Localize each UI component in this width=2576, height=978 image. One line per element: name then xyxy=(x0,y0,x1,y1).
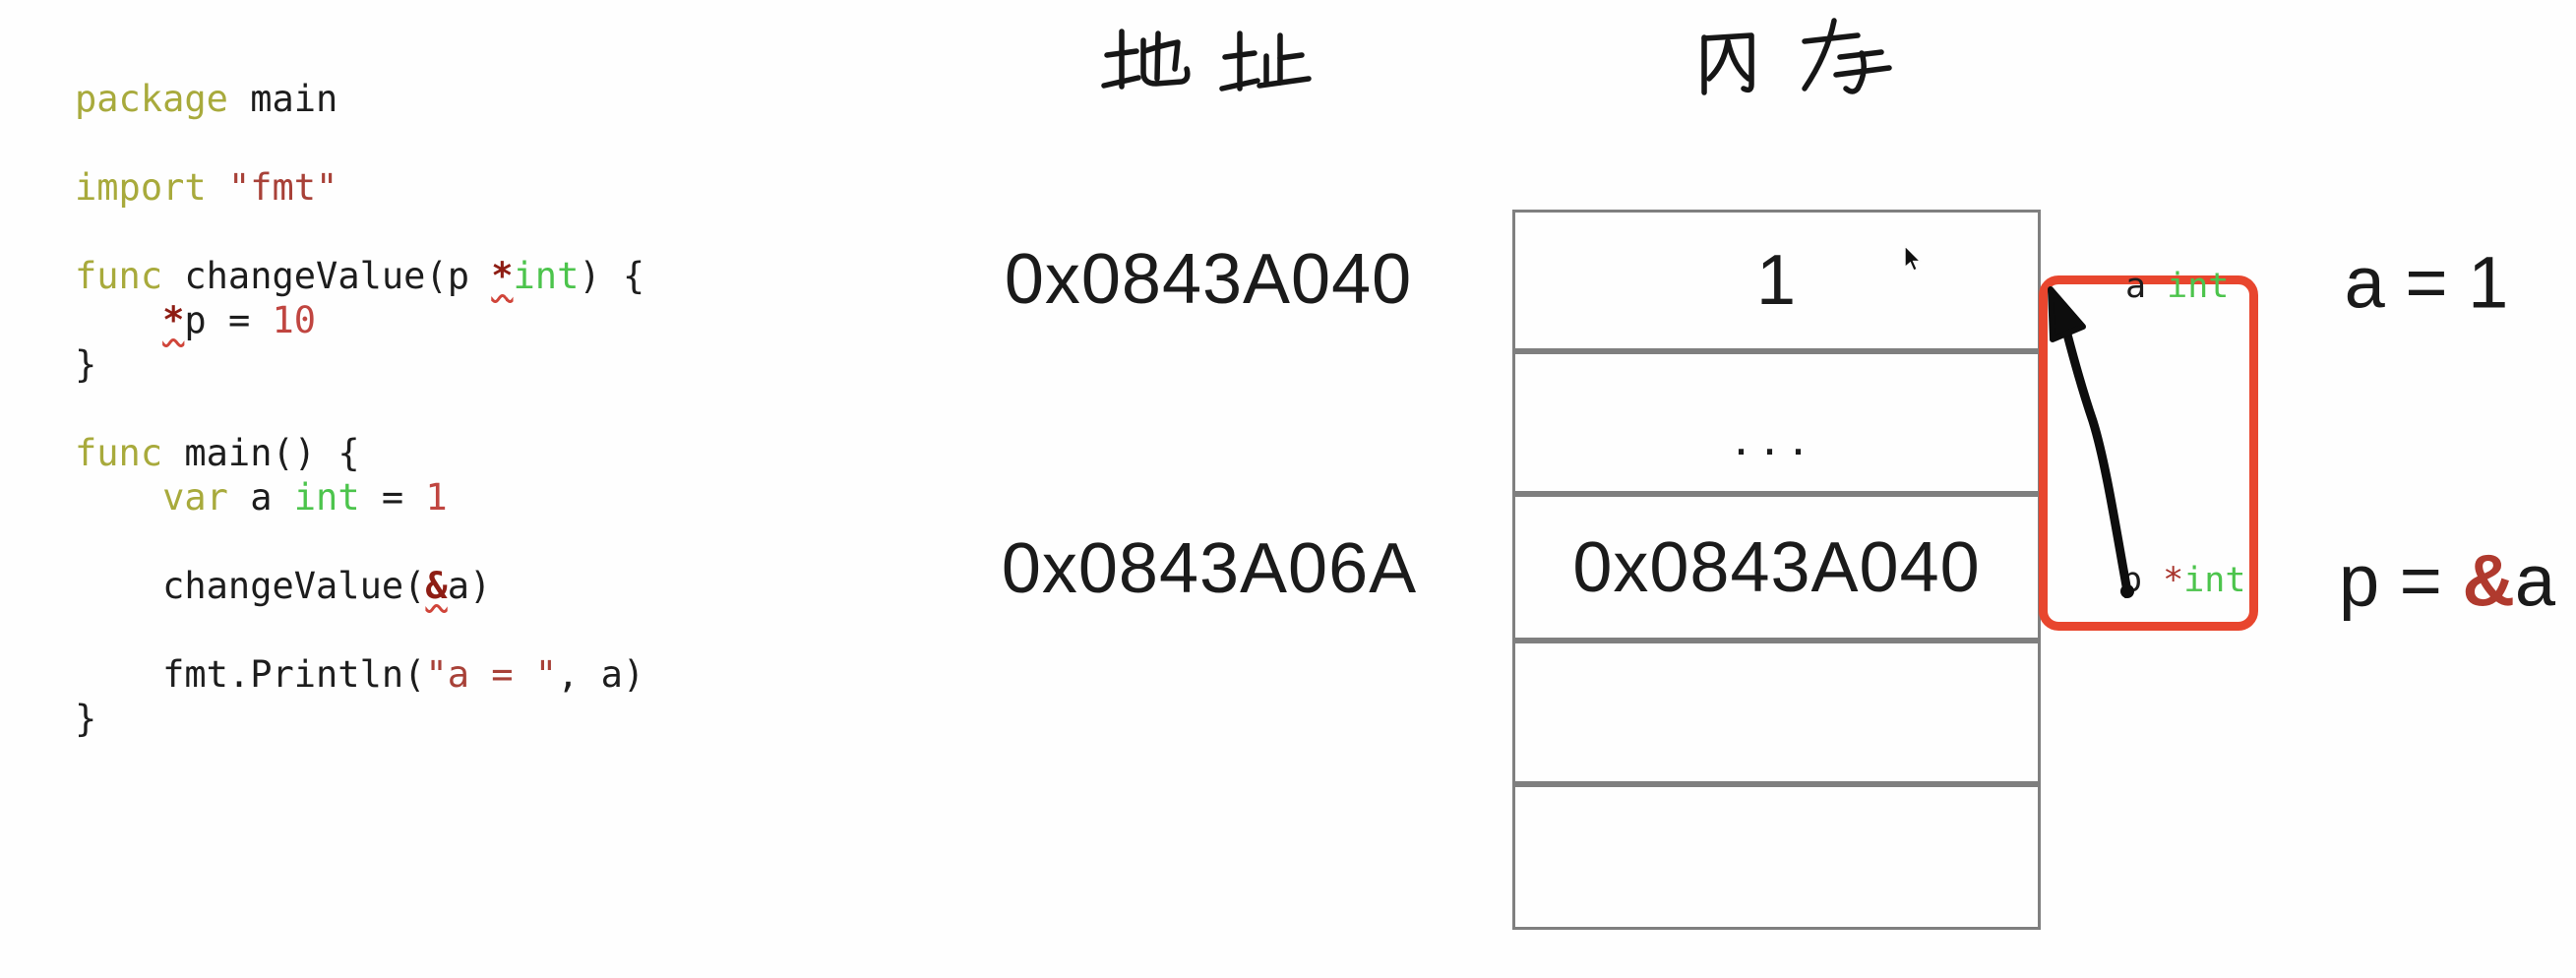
mouse-cursor-icon xyxy=(1904,245,1923,272)
code-token: = xyxy=(359,476,426,519)
memory-cell xyxy=(1512,784,2041,930)
code-token: p = xyxy=(184,299,273,341)
header-address-cn xyxy=(1101,29,1312,92)
code-token: package xyxy=(75,78,228,120)
code-line: } xyxy=(75,342,644,387)
code-token: main() { xyxy=(162,432,360,474)
code-line xyxy=(75,121,644,165)
code-token: func xyxy=(75,432,163,474)
memory-cell: 0x0843A040 xyxy=(1512,494,2041,641)
go-code-block: package main import "fmt" func changeVal… xyxy=(75,77,644,741)
code-token: a xyxy=(227,476,294,519)
code-token: "fmt" xyxy=(227,166,338,209)
equation-p: p = &a xyxy=(2339,539,2555,623)
var-p-type: int xyxy=(2183,561,2246,600)
memory-cell: 1 xyxy=(1512,210,2041,351)
char-zhi xyxy=(1219,31,1312,92)
memory-cell-value: 0x0843A040 xyxy=(1572,527,1981,607)
equation-p-amp: & xyxy=(2462,539,2515,622)
code-token: & xyxy=(425,565,448,607)
label-a-int: a int xyxy=(2125,267,2229,306)
char-di xyxy=(1101,29,1191,90)
code-line: package main xyxy=(75,77,644,121)
code-line xyxy=(75,608,644,652)
code-token: var xyxy=(162,476,228,519)
label-p-int: p *int xyxy=(2121,561,2245,600)
equation-p-suffix: a xyxy=(2514,539,2556,622)
equation-a: a = 1 xyxy=(2344,241,2509,324)
code-token: changeValue( xyxy=(75,565,426,607)
memory-cell-value: 1 xyxy=(1755,241,1798,320)
address-value-p: 0x0843A06A xyxy=(1001,529,1418,608)
code-token: 10 xyxy=(272,299,317,341)
equation-p-prefix: p = xyxy=(2338,539,2463,622)
code-token: changeValue(p xyxy=(162,255,492,297)
code-token: 1 xyxy=(425,476,448,519)
code-line: changeValue(&a) xyxy=(75,564,644,608)
address-value-a: 0x0843A040 xyxy=(1004,240,1413,319)
char-nei xyxy=(1701,32,1754,95)
code-line xyxy=(75,387,644,431)
header-memory-cn xyxy=(1701,18,1892,95)
code-token: ) { xyxy=(579,255,645,297)
code-token: } xyxy=(75,698,97,740)
code-token: } xyxy=(75,343,97,386)
memory-cell-value: ... xyxy=(1733,406,1819,466)
code-line: func main() { xyxy=(75,431,644,475)
code-token: a) xyxy=(447,565,492,607)
code-line: fmt.Println("a = ", a) xyxy=(75,652,644,697)
var-a-name: a xyxy=(2125,267,2147,306)
code-token: * xyxy=(491,255,514,297)
code-token: main xyxy=(227,78,338,120)
code-token: * xyxy=(162,299,185,341)
var-p-star: * xyxy=(2163,561,2184,600)
code-line xyxy=(75,520,644,564)
highlight-box xyxy=(2039,275,2258,631)
memory-table: 1... 0x0843A040 xyxy=(1512,210,2041,930)
code-line: var a int = 1 xyxy=(75,475,644,520)
code-token: "a = " xyxy=(425,653,558,696)
code-token: fmt.Println( xyxy=(75,653,426,696)
code-line: import "fmt" xyxy=(75,165,644,210)
code-line xyxy=(75,210,644,254)
code-token xyxy=(75,476,162,519)
code-line: } xyxy=(75,697,644,741)
char-cun xyxy=(1802,18,1892,94)
code-token: int xyxy=(293,476,360,519)
hand-drawn-arrow-icon xyxy=(2048,286,2134,598)
code-line: func changeValue(p *int) { xyxy=(75,254,644,298)
code-token: int xyxy=(513,255,580,297)
memory-cell xyxy=(1512,641,2041,784)
code-token xyxy=(75,299,162,341)
code-token: func xyxy=(75,255,163,297)
code-token: import xyxy=(75,166,228,209)
memory-cell: ... xyxy=(1512,351,2041,494)
code-token: , a) xyxy=(557,653,645,696)
code-line: *p = 10 xyxy=(75,298,644,342)
var-a-type: int xyxy=(2167,267,2230,306)
